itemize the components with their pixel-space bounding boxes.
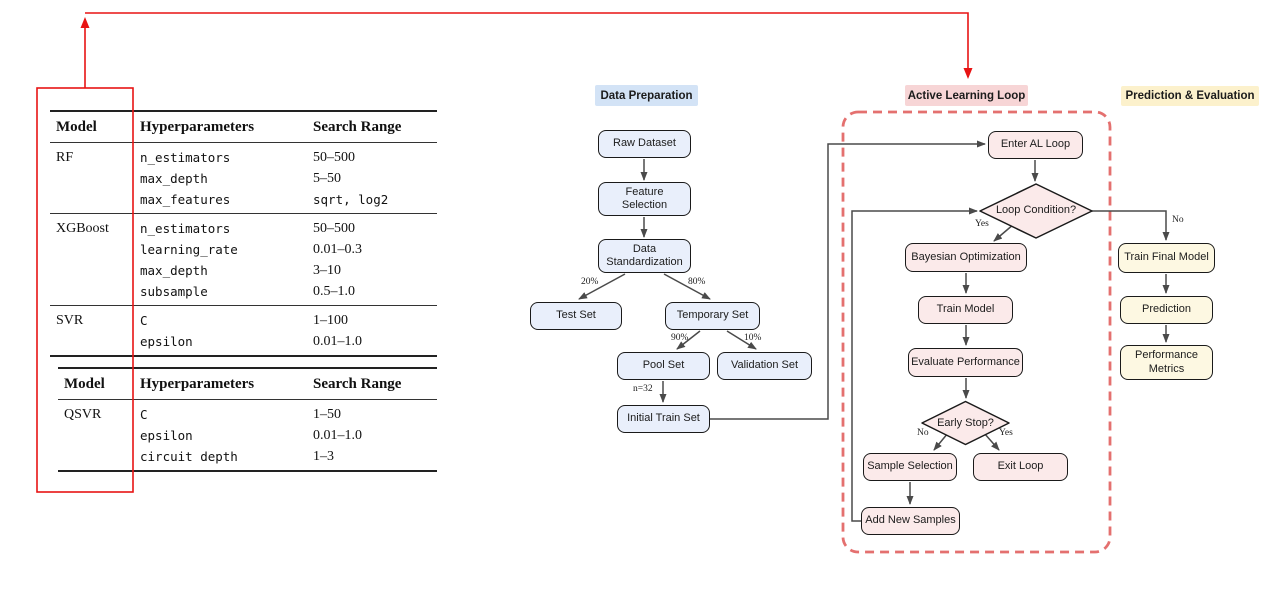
node-sample-selection: Sample Selection — [863, 453, 957, 481]
hyperparameter-name: C — [140, 313, 148, 328]
edge-label-early-yes: Yes — [999, 428, 1013, 438]
column-header-hyperparameters: Hyperparameters — [140, 118, 255, 135]
edge-label-20pct: 20% — [581, 277, 599, 287]
hyperparameter-name: n_estimators — [140, 221, 231, 236]
search-range-value: sqrt, log2 — [313, 192, 389, 207]
model-name: XGBoost — [56, 221, 109, 236]
arrow-early-no-to-sample-selection — [933, 432, 949, 451]
search-range-value: 3–10 — [313, 263, 341, 278]
column-header-model: Model — [64, 375, 105, 392]
highlight-arrow-to-active-learning — [85, 12, 973, 79]
hyperparameter-name: epsilon — [140, 428, 193, 443]
hyperparameter-name: max_depth — [140, 263, 208, 278]
table-header-row: Model Hyperparameters Search Range — [58, 369, 437, 400]
section-label-prediction-evaluation: Prediction & Evaluation — [1121, 86, 1259, 106]
search-range-value: 1–100 — [313, 313, 348, 328]
arrow-temporary-to-pool — [676, 330, 701, 350]
node-validation-set: Validation Set — [717, 352, 812, 380]
column-header-search-range: Search Range — [313, 375, 402, 392]
hyperparameter-name: C — [140, 407, 148, 422]
node-feature-selection: Feature Selection — [598, 182, 691, 216]
arrow-add-samples-to-loop-condition — [851, 207, 978, 522]
search-range-value: 50–500 — [313, 150, 355, 165]
table-group-rf: RF n_estimators max_depth max_features 5… — [50, 143, 437, 214]
node-temporary-set: Temporary Set — [665, 302, 760, 330]
edge-label-90pct: 90% — [671, 333, 689, 343]
hyperparameter-name: n_estimators — [140, 150, 231, 165]
column-header-hyperparameters: Hyperparameters — [140, 375, 255, 392]
arrow-early-yes-to-exit — [983, 432, 1000, 451]
hyperparameter-name: epsilon — [140, 334, 193, 349]
edge-label-n32: n=32 — [633, 384, 653, 394]
search-range-value: 0.5–1.0 — [313, 284, 355, 299]
node-performance-metrics: Performance Metrics — [1120, 345, 1213, 380]
node-raw-dataset: Raw Dataset — [598, 130, 691, 158]
column-header-model: Model — [56, 118, 97, 135]
arrow-loop-no-to-train-final — [1092, 210, 1170, 241]
node-pool-set: Pool Set — [617, 352, 710, 380]
search-range-value: 0.01–0.3 — [313, 242, 362, 257]
arrow-initial-train-to-enter-al — [710, 140, 986, 420]
search-range-value: 0.01–1.0 — [313, 428, 362, 443]
section-label-data-preparation: Data Preparation — [595, 85, 698, 106]
table-group-svr: SVR C epsilon 1–100 0.01–1.0 — [50, 306, 437, 355]
column-header-search-range: Search Range — [313, 118, 402, 135]
edge-label-loop-yes: Yes — [975, 219, 989, 229]
hyperparameter-name: max_features — [140, 192, 231, 207]
table-group-xgboost: XGBoost n_estimators learning_rate max_d… — [50, 214, 437, 306]
node-prediction: Prediction — [1120, 296, 1213, 324]
model-name: QSVR — [64, 407, 102, 422]
model-name: RF — [56, 150, 74, 165]
loop-condition-diamond — [979, 183, 1093, 239]
node-initial-train-set: Initial Train Set — [617, 405, 710, 433]
node-test-set: Test Set — [530, 302, 622, 330]
edge-label-10pct: 10% — [744, 333, 762, 343]
node-exit-loop: Exit Loop — [973, 453, 1068, 481]
model-name: SVR — [56, 313, 84, 328]
node-train-model: Train Model — [918, 296, 1013, 324]
hyperparameter-name: subsample — [140, 284, 208, 299]
node-train-final-model: Train Final Model — [1118, 243, 1215, 273]
edge-label-loop-no: No — [1172, 215, 1184, 225]
hyperparameter-name: max_depth — [140, 171, 208, 186]
arrow-standardization-to-temporary — [663, 273, 711, 300]
hyperparameter-name: learning_rate — [140, 242, 238, 257]
node-bayesian-optimization: Bayesian Optimization — [905, 243, 1027, 272]
search-range-value: 0.01–1.0 — [313, 334, 362, 349]
search-range-value: 1–3 — [313, 449, 334, 464]
table-header-row: Model Hyperparameters Search Range — [50, 112, 437, 143]
node-early-stop-label: Early Stop? — [937, 417, 994, 429]
hyperparameter-name: circuit depth — [140, 449, 238, 464]
early-stop-diamond — [921, 400, 1010, 446]
quantum-hyperparameter-table: Model Hyperparameters Search Range QSVR … — [58, 367, 437, 472]
table-group-qsvr: QSVR C epsilon circuit depth 1–50 0.01–1… — [58, 400, 437, 470]
search-range-value: 50–500 — [313, 221, 355, 236]
edge-label-80pct: 80% — [688, 277, 706, 287]
classical-hyperparameter-table: Model Hyperparameters Search Range RF n_… — [50, 110, 437, 357]
active-learning-dashed-boundary — [841, 110, 1112, 554]
node-data-standardization: Data Standardization — [598, 239, 691, 273]
search-range-value: 1–50 — [313, 407, 341, 422]
node-add-new-samples: Add New Samples — [861, 507, 960, 535]
section-label-active-learning-loop: Active Learning Loop — [905, 85, 1028, 106]
node-loop-condition-label: Loop Condition? — [995, 204, 1077, 216]
arrow-standardization-to-test — [578, 273, 626, 300]
arrow-temporary-to-validation — [726, 330, 757, 350]
node-enter-al-loop: Enter AL Loop — [988, 131, 1083, 159]
edge-label-early-no: No — [917, 428, 929, 438]
arrow-loop-yes-to-bayesian — [993, 223, 1015, 242]
node-evaluate-performance: Evaluate Performance — [908, 348, 1023, 377]
model-column-highlight-box — [36, 87, 134, 493]
search-range-value: 5–50 — [313, 171, 341, 186]
